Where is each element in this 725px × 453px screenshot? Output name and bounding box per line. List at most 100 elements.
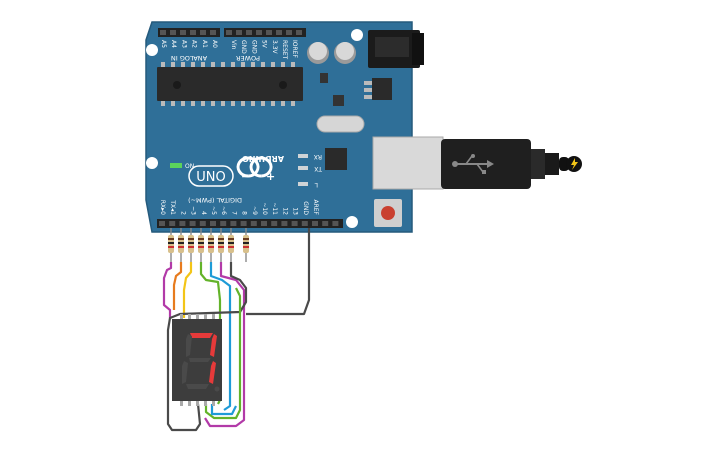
segment-e bbox=[182, 361, 188, 384]
power-pin[interactable] bbox=[226, 30, 232, 35]
tx-label: TX bbox=[314, 165, 323, 172]
jumper-wire[interactable] bbox=[246, 228, 311, 316]
pin-label: IOREF bbox=[291, 40, 298, 58]
jumper-wire[interactable] bbox=[204, 262, 246, 428]
analog-pin[interactable] bbox=[160, 30, 166, 35]
jumper-wire[interactable] bbox=[182, 262, 193, 318]
jumper-wire[interactable] bbox=[210, 404, 237, 416]
power-pin[interactable] bbox=[256, 30, 262, 35]
digital-pin[interactable] bbox=[250, 221, 257, 226]
digital-pin[interactable] bbox=[332, 221, 339, 226]
analog-pin[interactable] bbox=[210, 30, 216, 35]
power-pin[interactable] bbox=[266, 30, 272, 35]
pin-label: GND bbox=[240, 40, 247, 54]
resistor[interactable] bbox=[188, 228, 194, 262]
brand-label: ARDUINO bbox=[242, 154, 284, 163]
digital-pin[interactable] bbox=[291, 221, 298, 226]
pin-label: 13 bbox=[292, 207, 299, 215]
seven-segment-display[interactable] bbox=[172, 314, 222, 406]
mounting-hole bbox=[146, 44, 158, 56]
smd-chip bbox=[333, 95, 344, 106]
pin-label: ~3 bbox=[190, 206, 197, 215]
digital-pin[interactable] bbox=[261, 221, 267, 226]
digital-pin[interactable] bbox=[322, 221, 329, 226]
pin-label: ~11 bbox=[271, 202, 278, 215]
dc-power-jack[interactable] bbox=[368, 30, 424, 68]
resistor-array[interactable] bbox=[168, 228, 249, 262]
mounting-hole bbox=[346, 216, 358, 228]
resistor[interactable] bbox=[168, 228, 174, 262]
jumper-wire[interactable] bbox=[166, 262, 248, 432]
segment-f bbox=[186, 334, 192, 357]
uno-badge: UNO bbox=[188, 165, 234, 187]
segment-b bbox=[210, 334, 217, 357]
pin-label: 4 bbox=[200, 211, 207, 215]
pin-label: RX▸0 bbox=[159, 200, 166, 215]
jumper-wire[interactable] bbox=[172, 262, 183, 310]
analog-pin[interactable] bbox=[200, 30, 206, 35]
analog-pin[interactable] bbox=[190, 30, 196, 35]
digital-pin[interactable] bbox=[189, 221, 196, 226]
reset-button[interactable] bbox=[374, 199, 402, 227]
pin-label: AREF bbox=[312, 199, 319, 215]
power-pin[interactable] bbox=[236, 30, 242, 35]
voltage-regulator bbox=[364, 78, 392, 100]
capacitor bbox=[334, 42, 356, 64]
pin-label: 8 bbox=[241, 211, 248, 215]
resistor[interactable] bbox=[178, 228, 184, 262]
digital-pin[interactable] bbox=[159, 221, 165, 226]
pin-label: ~6 bbox=[220, 206, 227, 215]
rx-label: RX bbox=[314, 153, 322, 160]
digital-pin[interactable] bbox=[281, 221, 288, 226]
digital-pin[interactable] bbox=[301, 221, 308, 226]
segment-c bbox=[209, 361, 216, 384]
digital-pin[interactable] bbox=[312, 221, 318, 226]
l-led bbox=[298, 182, 308, 186]
segment-d bbox=[186, 384, 209, 389]
pin-label: ~5 bbox=[210, 206, 217, 215]
jumper-wire[interactable] bbox=[162, 262, 173, 318]
analog-pin[interactable] bbox=[170, 30, 176, 35]
rx-led bbox=[298, 154, 308, 158]
resistor[interactable] bbox=[228, 228, 234, 262]
svg-text:−: − bbox=[241, 170, 250, 183]
jumper-wire[interactable] bbox=[209, 262, 232, 411]
analog-header[interactable] bbox=[158, 28, 220, 37]
tx-led bbox=[298, 166, 308, 170]
digital-pin[interactable] bbox=[220, 221, 227, 226]
jumper-wire[interactable] bbox=[204, 287, 242, 420]
power-plug-icon bbox=[566, 156, 582, 172]
power-pin[interactable] bbox=[286, 30, 292, 35]
resistor[interactable] bbox=[243, 228, 249, 262]
atmega-microcontroller bbox=[157, 62, 303, 106]
digital-pin[interactable] bbox=[230, 221, 237, 226]
on-label: ON bbox=[185, 163, 194, 170]
digital-pin[interactable] bbox=[179, 221, 186, 226]
svg-text:+: + bbox=[266, 170, 275, 183]
digital-pin[interactable] bbox=[199, 221, 206, 226]
decimal-point bbox=[214, 386, 220, 392]
power-pin[interactable] bbox=[276, 30, 282, 35]
digital-header-label: DIGITAL (PWM~) bbox=[188, 196, 242, 204]
digital-pin[interactable] bbox=[169, 221, 176, 226]
power-pin[interactable] bbox=[246, 30, 252, 35]
resistor[interactable] bbox=[208, 228, 214, 262]
digital-header[interactable] bbox=[157, 219, 343, 228]
arduino-logo-icon: − + bbox=[236, 156, 275, 183]
resistor[interactable] bbox=[198, 228, 204, 262]
digital-pin[interactable] bbox=[210, 221, 216, 226]
power-pin[interactable] bbox=[296, 30, 302, 35]
mounting-hole bbox=[146, 157, 158, 169]
pin-label: 12 bbox=[281, 207, 288, 215]
usb-icon bbox=[452, 154, 494, 174]
digital-pin[interactable] bbox=[271, 221, 278, 226]
power-header[interactable] bbox=[224, 28, 306, 37]
segment-a bbox=[190, 333, 213, 338]
pin-label: A0 bbox=[211, 40, 218, 48]
resistor[interactable] bbox=[218, 228, 224, 262]
usb-cable[interactable] bbox=[372, 136, 582, 190]
analog-pin[interactable] bbox=[180, 30, 186, 35]
digital-pin[interactable] bbox=[240, 221, 247, 226]
